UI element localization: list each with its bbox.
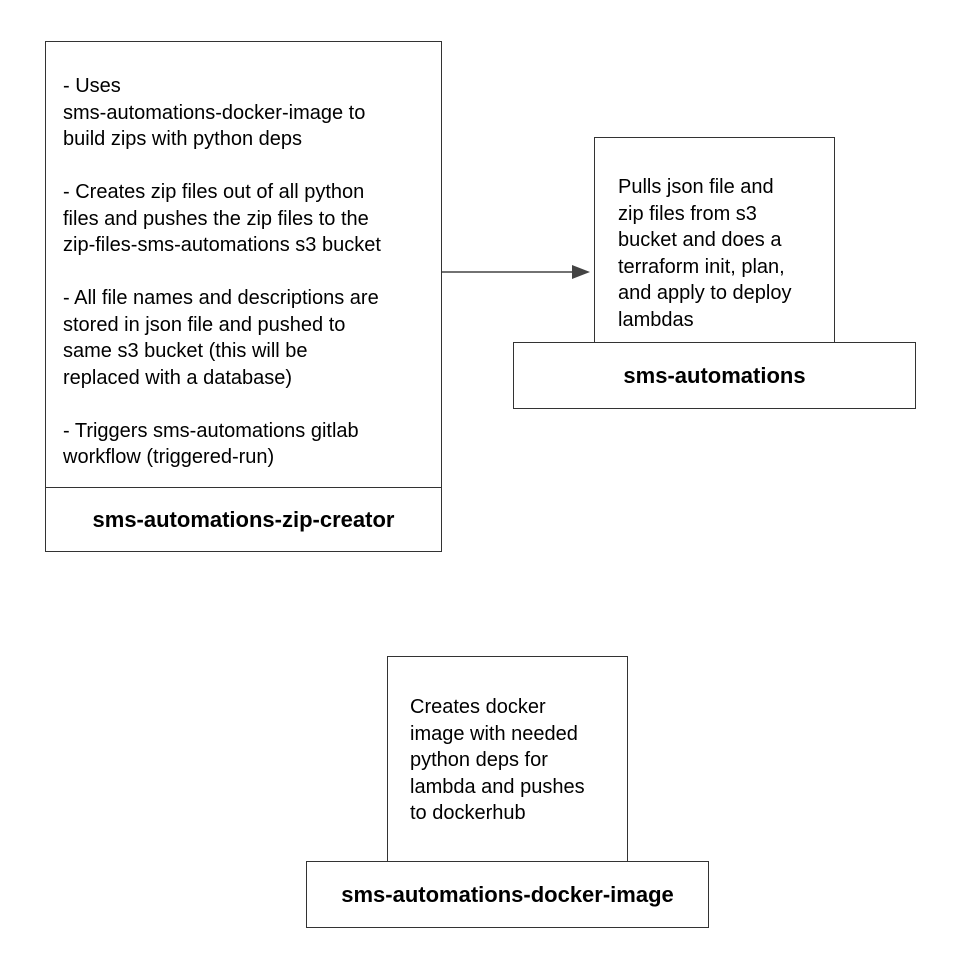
- automations-label: sms-automations: [623, 362, 806, 388]
- docker-image-label: sms-automations-docker-image: [341, 881, 674, 907]
- automations-label-box: sms-automations: [513, 342, 916, 409]
- zip-creator-label: sms-automations-zip-creator: [92, 506, 395, 532]
- zip-creator-description: - Uses sms-automations-docker-image to b…: [63, 75, 381, 468]
- automations-description: Pulls json file and zip files from s3 bu…: [618, 176, 792, 331]
- docker-image-description: Creates docker image with needed python …: [410, 696, 585, 824]
- automations-description-box: Pulls json file and zip files from s3 bu…: [594, 137, 835, 343]
- arrowhead: [572, 265, 590, 279]
- docker-image-label-box: sms-automations-docker-image: [306, 861, 709, 928]
- zip-creator-description-box: - Uses sms-automations-docker-image to b…: [45, 41, 442, 488]
- zip-creator-label-box: sms-automations-zip-creator: [45, 487, 442, 552]
- docker-image-description-box: Creates docker image with needed python …: [387, 656, 628, 862]
